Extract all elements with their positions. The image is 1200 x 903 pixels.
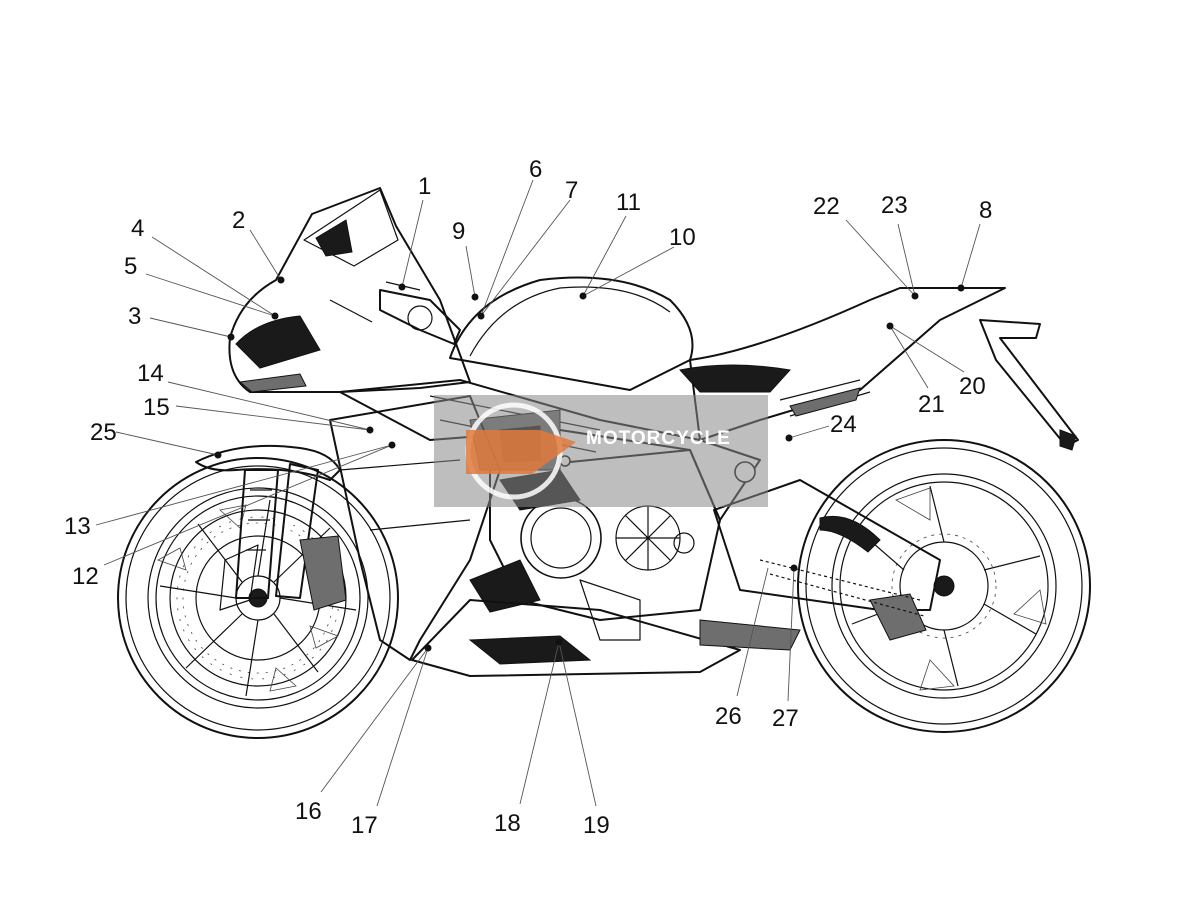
callout-label-14: 14 <box>137 360 164 387</box>
callout-label-11: 11 <box>616 189 641 216</box>
callout-label-26: 26 <box>715 703 742 730</box>
callout-label-17: 17 <box>351 812 378 839</box>
callout-label-5: 5 <box>124 253 137 280</box>
callout-label-19: 19 <box>583 812 610 839</box>
callout-label-3: 3 <box>128 303 141 330</box>
point-24 <box>785 434 793 442</box>
point-18-19 <box>555 638 563 646</box>
callout-points <box>214 276 965 652</box>
point-3 <box>227 333 235 341</box>
fuel-tank <box>449 276 694 391</box>
callout-label-1: 1 <box>418 173 431 200</box>
exhaust <box>699 619 801 651</box>
callout-label-20: 20 <box>959 373 986 400</box>
point-9 <box>471 293 479 301</box>
callout-label-15: 15 <box>143 394 170 421</box>
callout-leaders <box>95 179 981 807</box>
callout-label-2: 2 <box>232 207 245 234</box>
point-26-27 <box>790 564 798 572</box>
callout-label-22: 22 <box>813 193 840 220</box>
point-4-5 <box>271 312 279 320</box>
point-8 <box>957 284 965 292</box>
callout-label-9: 9 <box>452 218 465 245</box>
swingarm <box>713 479 941 641</box>
callout-label-25: 25 <box>90 419 117 446</box>
seat-tail <box>679 287 1079 451</box>
callout-label-12: 12 <box>72 563 99 590</box>
point-6-7 <box>477 312 485 320</box>
front-wheel <box>117 457 399 739</box>
callout-label-4: 4 <box>131 215 144 242</box>
callout-label-8: 8 <box>979 197 992 224</box>
callout-label-10: 10 <box>669 224 696 251</box>
point-25 <box>214 451 222 459</box>
point-16-17 <box>424 644 432 652</box>
point-10-11 <box>579 292 587 300</box>
callout-label-7: 7 <box>565 177 578 204</box>
callout-label-6: 6 <box>529 156 542 183</box>
watermark-text: MOTORCYCLE <box>586 428 731 449</box>
callout-label-23: 23 <box>881 192 908 219</box>
watermark: MOTORCYCLE <box>434 395 768 507</box>
callout-label-18: 18 <box>494 810 521 837</box>
callout-label-13: 13 <box>64 513 91 540</box>
point-12-13 <box>388 441 396 449</box>
belly-pan <box>411 599 741 677</box>
rear-wheel <box>797 439 1091 733</box>
front-fork <box>219 463 347 611</box>
callout-label-27: 27 <box>772 705 799 732</box>
callout-labels: 1 2 3 4 5 6 7 8 9 10 11 12 13 14 15 16 1… <box>64 156 992 839</box>
point-1 <box>398 283 406 291</box>
point-20-21 <box>886 322 894 330</box>
point-14-15 <box>366 426 374 434</box>
callout-label-21: 21 <box>918 391 945 418</box>
callout-label-16: 16 <box>295 798 322 825</box>
point-22-23 <box>911 292 919 300</box>
point-2 <box>277 276 285 284</box>
callout-label-24: 24 <box>830 411 857 438</box>
